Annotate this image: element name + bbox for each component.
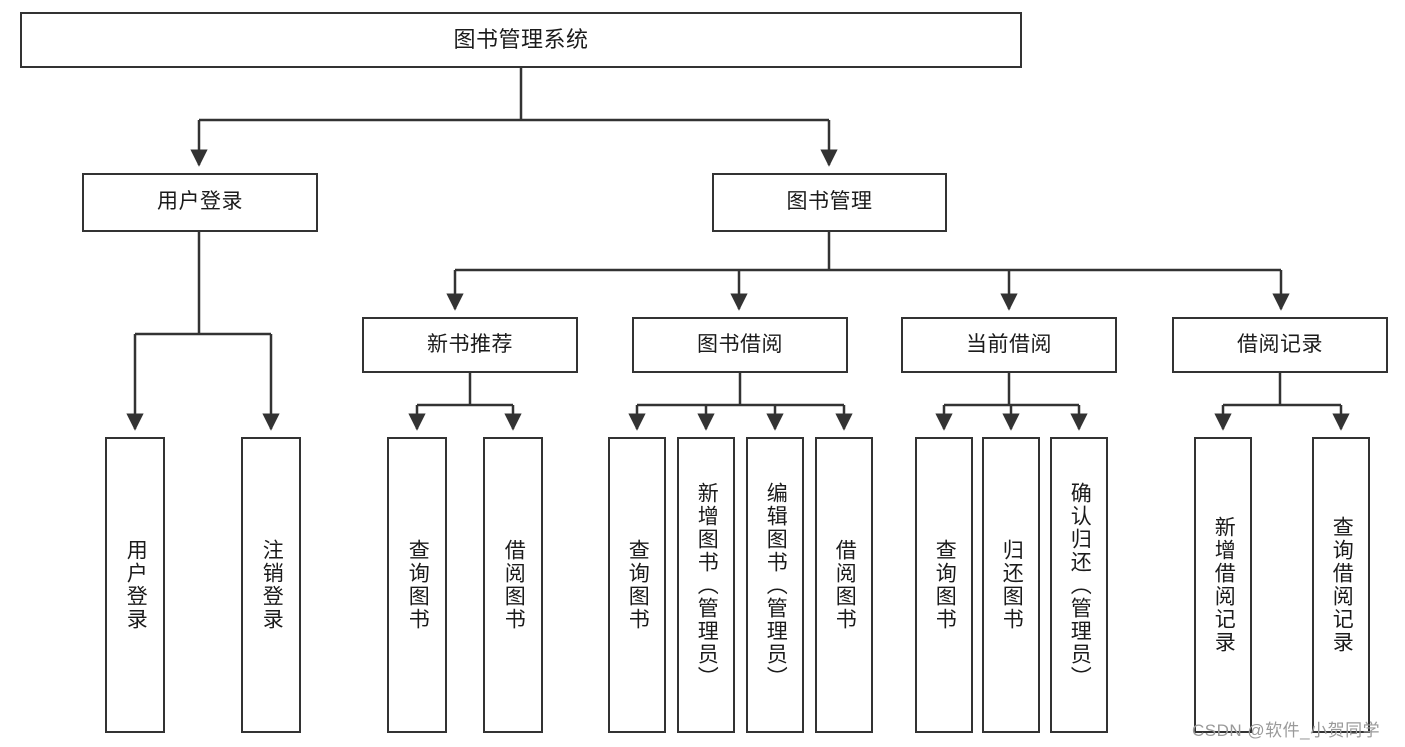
- node-book-borrow[interactable]: 图书借阅: [632, 317, 848, 373]
- node-label: 查询图书: [626, 539, 650, 631]
- node-label: 借阅图书: [502, 539, 526, 631]
- node-current-borrow[interactable]: 当前借阅: [901, 317, 1117, 373]
- node-book-management[interactable]: 图书管理: [712, 173, 947, 232]
- leaf-borrow-record-add[interactable]: 新增借阅记录: [1194, 437, 1252, 733]
- leaf-new-book-borrow[interactable]: 借阅图书: [483, 437, 543, 733]
- node-label: 当前借阅: [966, 332, 1052, 356]
- leaf-current-borrow-query[interactable]: 查询图书: [915, 437, 973, 733]
- leaf-book-borrow-borrow[interactable]: 借阅图书: [815, 437, 873, 733]
- leaf-book-borrow-query[interactable]: 查询图书: [608, 437, 666, 733]
- leaf-book-borrow-add[interactable]: 新增图书（管理员）: [677, 437, 735, 733]
- node-label: 确认归还（管理员）: [1068, 481, 1092, 689]
- node-label: 查询图书: [406, 539, 430, 631]
- leaf-user-login-login[interactable]: 用户登录: [105, 437, 165, 733]
- leaf-new-book-query[interactable]: 查询图书: [387, 437, 447, 733]
- node-label: 新增图书（管理员）: [695, 481, 719, 689]
- node-borrow-record[interactable]: 借阅记录: [1172, 317, 1388, 373]
- leaf-current-borrow-confirm-return[interactable]: 确认归还（管理员）: [1050, 437, 1108, 733]
- watermark-text: CSDN @软件_小贺同学: [1192, 721, 1381, 740]
- node-label: 编辑图书（管理员）: [764, 481, 788, 689]
- node-label: 查询图书: [933, 539, 957, 631]
- leaf-user-login-logout[interactable]: 注销登录: [241, 437, 301, 733]
- node-user-login[interactable]: 用户登录: [82, 173, 318, 232]
- node-label: 新增借阅记录: [1212, 516, 1236, 654]
- node-label: 注销登录: [260, 539, 284, 631]
- node-label: 归还图书: [1000, 539, 1024, 631]
- node-label: 图书借阅: [697, 332, 783, 356]
- node-new-book-recommend[interactable]: 新书推荐: [362, 317, 578, 373]
- node-label: 查询借阅记录: [1330, 516, 1354, 654]
- leaf-borrow-record-query[interactable]: 查询借阅记录: [1312, 437, 1370, 733]
- node-label: 用户登录: [157, 190, 243, 214]
- node-label: 新书推荐: [427, 332, 513, 356]
- node-label: 图书管理: [786, 190, 873, 214]
- node-label: 借阅图书: [833, 539, 857, 631]
- leaf-book-borrow-edit[interactable]: 编辑图书（管理员）: [746, 437, 804, 733]
- node-root-system[interactable]: 图书管理系统: [20, 12, 1022, 68]
- node-label: 图书管理系统: [453, 27, 589, 53]
- node-label: 用户登录: [124, 539, 148, 631]
- leaf-current-borrow-return[interactable]: 归还图书: [982, 437, 1040, 733]
- node-label: 借阅记录: [1237, 332, 1323, 356]
